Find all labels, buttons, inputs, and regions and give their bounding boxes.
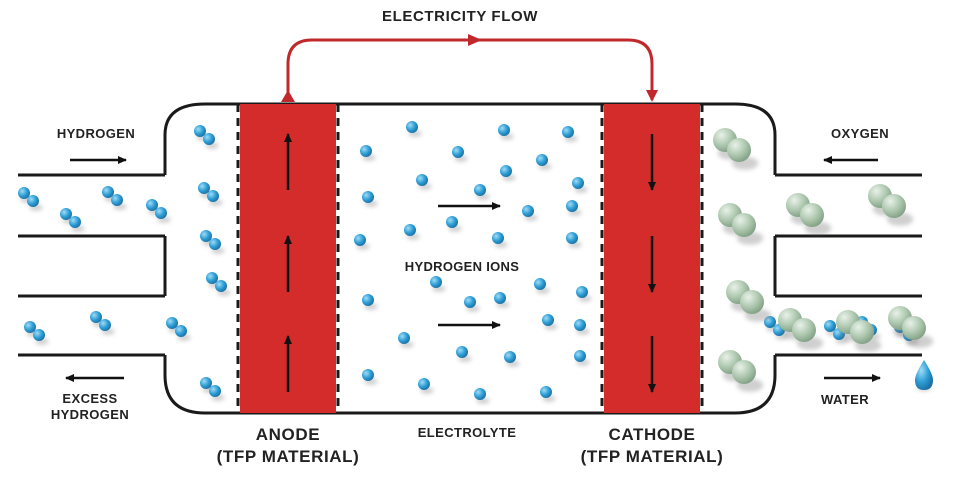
hydrogen-ion-icon — [522, 205, 538, 221]
cathode-label: CATHODE (TFP MATERIAL) — [552, 424, 752, 468]
side-arrows — [65, 156, 881, 382]
hydrogen-ion-icon — [542, 314, 558, 330]
excess-hydrogen-line1: EXCESS — [62, 391, 118, 406]
hydrogen-ion-icon — [540, 386, 556, 402]
hydrogen-ion-icon — [504, 351, 520, 367]
oxygen-molecule-icon — [740, 290, 772, 322]
hydrogen-ion-icon — [446, 216, 462, 232]
hydrogen-ion-icon — [362, 369, 378, 385]
electricity-flow-start-arrowhead — [281, 90, 295, 102]
hydrogen-ion-icon — [398, 332, 414, 348]
hydrogen-ion-icon — [534, 278, 550, 294]
oxygen-particles — [713, 128, 934, 392]
anode-label: ANODE (TFP MATERIAL) — [188, 424, 388, 468]
oxygen-inlet-label: OXYGEN — [830, 126, 890, 141]
right-inlet-pipes — [773, 173, 922, 357]
electricity-flow-mid-arrowhead — [468, 34, 482, 46]
hydrogen-ion-icon — [572, 177, 588, 193]
hydrogen-molecule-icon — [209, 385, 225, 401]
oxygen-molecule-icon — [902, 316, 934, 348]
hydrogen-molecule-icon — [111, 194, 127, 210]
anode-name: ANODE — [255, 425, 321, 444]
hydrogen-inlet-label: HYDROGEN — [56, 126, 136, 141]
oxygen-molecule-icon — [727, 138, 759, 170]
oxygen-molecule-icon — [732, 213, 764, 245]
oxygen-molecule-icon — [850, 320, 882, 352]
cathode-name: CATHODE — [608, 425, 696, 444]
hydrogen-ion-icon — [536, 154, 552, 170]
hydrogen-molecule-icon — [33, 329, 49, 345]
electrolyte-label: ELECTROLYTE — [417, 425, 517, 440]
hydrogen-ion-icon — [474, 388, 490, 404]
hydrogen-ions-label: HYDROGEN IONS — [404, 259, 520, 274]
hydrogen-molecule-icon — [203, 133, 219, 149]
hydrogen-ion-icon — [498, 124, 514, 140]
electricity-flow-label: ELECTRICITY FLOW — [382, 8, 538, 25]
hydrogen-ion-icon — [362, 294, 378, 310]
hydrogen-molecule-icon — [209, 238, 225, 254]
hydrogen-ion-icon — [430, 276, 446, 292]
hydrogen-ion-icon — [354, 234, 370, 250]
excess-hydrogen-label: EXCESS HYDROGEN — [30, 391, 150, 423]
hydrogen-ion-icon — [452, 146, 468, 162]
water-drop-icon — [915, 360, 933, 391]
hydrogen-ion-icon — [404, 224, 420, 240]
hydrogen-ion-icon — [574, 319, 590, 335]
hydrogen-ion-icon — [492, 232, 508, 248]
hydrogen-ion-icon — [474, 184, 490, 200]
hydrogen-ion-icon — [418, 378, 434, 394]
hydrogen-ion-icon — [464, 296, 480, 312]
oxygen-molecule-icon — [882, 194, 914, 226]
oxygen-molecule-icon — [732, 360, 764, 392]
hydrogen-ion-icon — [566, 200, 582, 216]
hydrogen-ion-icon — [566, 232, 582, 248]
hydrogen-ion-icon — [456, 346, 472, 362]
hydrogen-molecule-icon — [175, 325, 191, 341]
hydrogen-ion-icon — [406, 121, 422, 137]
hydrogen-ion-icon — [500, 165, 516, 181]
left-inlet-pipes — [18, 173, 167, 357]
hydrogen-molecule-icon — [215, 280, 231, 296]
hydrogen-molecule-icon — [69, 216, 85, 232]
water-outlet-label: WATER — [821, 392, 869, 407]
hydrogen-molecule-icon — [207, 190, 223, 206]
hydrogen-molecule-icon — [27, 195, 43, 211]
oxygen-molecule-icon — [792, 318, 824, 350]
cathode-material: (TFP MATERIAL) — [580, 447, 724, 466]
cell-housing — [163, 102, 777, 415]
hydrogen-ion-icon — [362, 191, 378, 207]
hydrogen-molecule-icon — [155, 207, 171, 223]
anode-material: (TFP MATERIAL) — [216, 447, 360, 466]
hydrogen-ion-icon — [360, 145, 376, 161]
electricity-flow-arrow — [286, 38, 658, 102]
oxygen-molecule-icon — [800, 203, 832, 235]
hydrogen-ion-icon — [562, 126, 578, 142]
hydrogen-ion-icon — [574, 350, 590, 366]
hydrogen-molecule-icon — [99, 319, 115, 335]
hydrogen-ion-icon — [576, 286, 592, 302]
hydrogen-ion-icon — [416, 174, 432, 190]
excess-hydrogen-line2: HYDROGEN — [50, 407, 130, 422]
hydrogen-ion-icon — [494, 292, 510, 308]
